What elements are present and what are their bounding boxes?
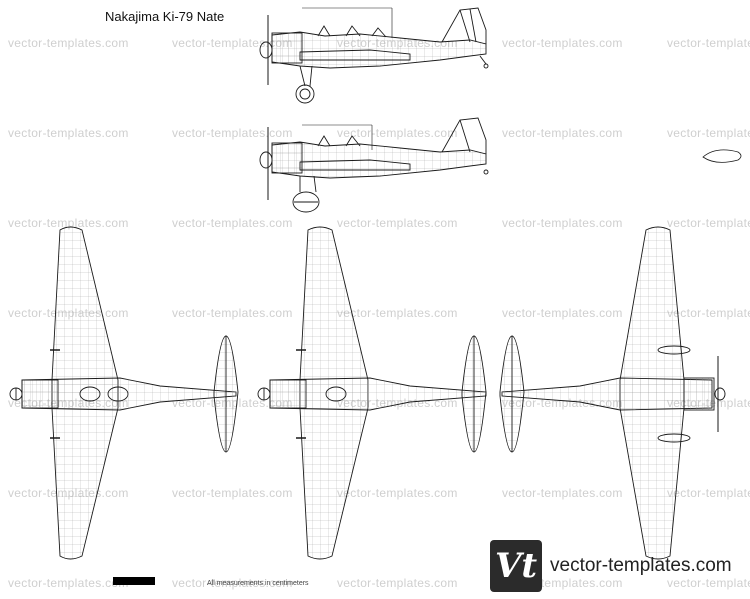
- watermark-text: vector-templates.com: [8, 126, 129, 140]
- bottom-view-right: [499, 226, 726, 560]
- watermark-text: vector-templates.com: [172, 126, 293, 140]
- watermark-text: vector-templates.com: [8, 36, 129, 50]
- watermark-text: vector-templates.com: [502, 216, 623, 230]
- top-view-middle: [257, 226, 487, 560]
- watermark-text: vector-templates.com: [8, 216, 129, 230]
- watermark-text: vector-templates.com: [667, 216, 750, 230]
- detail-part: [702, 149, 742, 163]
- scale-bar: [113, 577, 155, 585]
- watermark-text: vector-templates.com: [667, 486, 750, 500]
- watermark-text: vector-templates.com: [502, 36, 623, 50]
- watermark-text: vector-templates.com: [502, 486, 623, 500]
- brand-site-link[interactable]: vector-templates.com: [550, 555, 732, 576]
- brand-logo: Vt: [490, 540, 542, 592]
- watermark-text: vector-templates.com: [667, 306, 750, 320]
- side-view-lower: [259, 117, 489, 213]
- watermark-text: vector-templates.com: [172, 216, 293, 230]
- watermark-text: vector-templates.com: [172, 36, 293, 50]
- watermark-text: vector-templates.com: [667, 126, 750, 140]
- watermark-text: vector-templates.com: [337, 576, 458, 590]
- watermark-text: vector-templates.com: [337, 216, 458, 230]
- watermark-text: vector-templates.com: [8, 576, 129, 590]
- watermark-text: vector-templates.com: [172, 486, 293, 500]
- watermark-text: vector-templates.com: [667, 576, 750, 590]
- brand-block[interactable]: Vt vector-templates.com: [490, 540, 732, 592]
- watermark-text: vector-templates.com: [502, 126, 623, 140]
- watermark-text: vector-templates.com: [337, 486, 458, 500]
- watermark-text: vector-templates.com: [667, 36, 750, 50]
- side-view-upper: [259, 7, 489, 104]
- watermark-text: vector-templates.com: [502, 306, 623, 320]
- watermark-text: vector-templates.com: [172, 306, 293, 320]
- watermark-text: vector-templates.com: [337, 126, 458, 140]
- watermark-text: vector-templates.com: [337, 306, 458, 320]
- watermark-text: vector-templates.com: [172, 576, 293, 590]
- top-view-left: [9, 226, 239, 560]
- measurement-note: All measurements in centimeters: [207, 580, 309, 587]
- page-title: Nakajima Ki-79 Nate: [105, 9, 225, 24]
